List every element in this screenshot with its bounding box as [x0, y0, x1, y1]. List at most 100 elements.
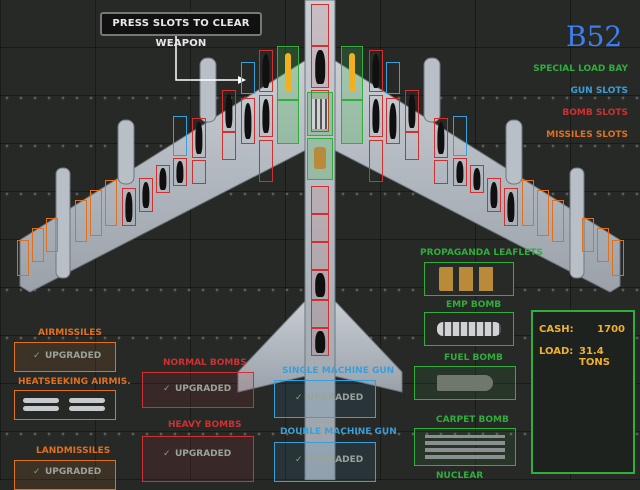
label-nuclear: NUCLEAR BOMB	[436, 471, 484, 480]
bomb-icon	[315, 331, 325, 353]
special-slot[interactable]	[341, 100, 363, 144]
bomb-slot[interactable]	[386, 98, 400, 144]
bomb-slot[interactable]	[504, 188, 518, 226]
missile-slot[interactable]	[582, 218, 594, 252]
bomb-slot[interactable]	[487, 178, 501, 212]
normal-bombs-item[interactable]: ✓ UPGRADED	[142, 372, 254, 408]
bomb-slot[interactable]	[369, 95, 383, 137]
bomb-slot[interactable]	[405, 90, 419, 132]
missile-slot[interactable]	[537, 190, 549, 236]
bomb-slot[interactable]	[311, 328, 329, 356]
label-fuel: FUEL BOMB	[444, 353, 503, 363]
special-slot[interactable]	[307, 92, 333, 136]
legend-missiles: MISSILES SLOTS	[546, 130, 628, 140]
bomb-slot[interactable]	[173, 158, 187, 186]
bomb-slot[interactable]	[311, 300, 329, 328]
bomb-slot[interactable]	[311, 214, 329, 242]
load-value: 31.4 TONS	[579, 346, 610, 368]
bomb-slot[interactable]	[259, 95, 273, 137]
bomb-slot[interactable]	[470, 165, 484, 193]
missile-slot[interactable]	[17, 240, 29, 276]
upgraded-label: UPGRADED	[45, 467, 102, 477]
gun-slot[interactable]	[453, 116, 467, 156]
bomb-slot[interactable]	[453, 158, 467, 186]
bomb-icon	[315, 50, 325, 84]
special-slot[interactable]	[341, 46, 363, 100]
missile-slot[interactable]	[46, 218, 58, 252]
upgraded-label: UPGRADED	[307, 393, 364, 403]
bomb-slot[interactable]	[192, 118, 206, 158]
label-airmissiles: AIRMISSILES	[38, 328, 102, 338]
airmissiles-item[interactable]: ✓ UPGRADED	[14, 342, 116, 372]
missile-icon	[69, 406, 105, 411]
upgraded-label: UPGRADED	[307, 455, 364, 465]
label-single-gun: SINGLE MACHINE GUN	[282, 366, 395, 376]
bomb-slot[interactable]	[369, 140, 383, 182]
special-slot[interactable]	[277, 46, 299, 100]
missile-slot[interactable]	[90, 190, 102, 236]
leaflets-icon	[439, 267, 499, 291]
gun-slot[interactable]	[241, 62, 255, 94]
emp-bomb-icon	[437, 322, 501, 336]
bomb-slot[interactable]	[311, 4, 329, 46]
bomb-slot[interactable]	[405, 132, 419, 160]
bomb-slot[interactable]	[192, 160, 206, 184]
rocket-icon	[285, 53, 291, 91]
upgraded-label: UPGRADED	[45, 351, 102, 361]
label-leaflets: PROPAGANDA LEAFLETS	[420, 248, 543, 258]
special-slot[interactable]	[277, 100, 299, 144]
bomb-slot[interactable]	[434, 160, 448, 184]
bomb-slot[interactable]	[369, 50, 383, 92]
landmissiles-item[interactable]: ✓ UPGRADED	[14, 460, 116, 490]
label-landmissiles: LANDMISSILES	[36, 446, 111, 456]
carpet-item[interactable]	[414, 428, 516, 466]
missile-icon	[23, 398, 59, 403]
bomb-slot[interactable]	[311, 270, 329, 300]
check-icon: ✓	[163, 449, 171, 459]
leaflets-item[interactable]	[424, 262, 514, 296]
gun-slot[interactable]	[173, 116, 187, 156]
carpet-bomb-icon	[425, 435, 505, 459]
gun-slot[interactable]	[386, 62, 400, 94]
rocket-icon	[349, 53, 355, 91]
bomb-slot[interactable]	[434, 118, 448, 158]
double-gun-item[interactable]: ✓ UPGRADED	[274, 442, 376, 482]
fuel-item[interactable]	[414, 366, 516, 400]
missile-slot[interactable]	[522, 180, 534, 226]
bomb-slot[interactable]	[241, 98, 255, 144]
upgraded-label: UPGRADED	[175, 449, 232, 459]
missile-slot[interactable]	[612, 240, 624, 276]
missile-slot[interactable]	[32, 228, 44, 262]
label-double-gun: DOUBLE MACHINE GUN	[280, 427, 397, 437]
load-label: LOAD:	[539, 346, 574, 357]
bomb-slot[interactable]	[122, 188, 136, 226]
bomb-slot[interactable]	[222, 90, 236, 132]
heatseeking-item[interactable]	[14, 390, 116, 420]
bomb-slot[interactable]	[156, 165, 170, 193]
bomb-slot[interactable]	[139, 178, 153, 212]
stats-panel: CASH: 1700 LOAD: 31.4 TONS	[531, 310, 635, 474]
bomb-slot[interactable]	[259, 140, 273, 182]
check-icon: ✓	[295, 455, 303, 465]
check-icon: ✓	[295, 393, 303, 403]
bomb-slot[interactable]	[311, 46, 329, 88]
missile-slot[interactable]	[552, 200, 564, 242]
bomb-slot[interactable]	[259, 50, 273, 92]
bomb-slot[interactable]	[311, 186, 329, 214]
missile-slot[interactable]	[75, 200, 87, 242]
emp-item[interactable]	[424, 312, 514, 346]
nuclear-label-clip: NUCLEAR BOMB	[414, 468, 514, 480]
missile-slot[interactable]	[597, 228, 609, 262]
fuel-bomb-icon	[437, 375, 493, 391]
bomb-slot[interactable]	[311, 242, 329, 270]
missile-icon	[23, 406, 59, 411]
bomb-slot[interactable]	[222, 132, 236, 160]
special-slot[interactable]	[307, 138, 333, 180]
label-normal-bombs: NORMAL BOMBS	[163, 358, 247, 368]
single-gun-item[interactable]: ✓ UPGRADED	[274, 380, 376, 418]
heavy-bombs-item[interactable]: ✓ UPGRADED	[142, 436, 254, 482]
check-icon: ✓	[33, 351, 41, 361]
missile-slot[interactable]	[105, 180, 117, 226]
label-emp: EMP BOMB	[446, 300, 502, 310]
leaflets-icon	[314, 147, 326, 169]
